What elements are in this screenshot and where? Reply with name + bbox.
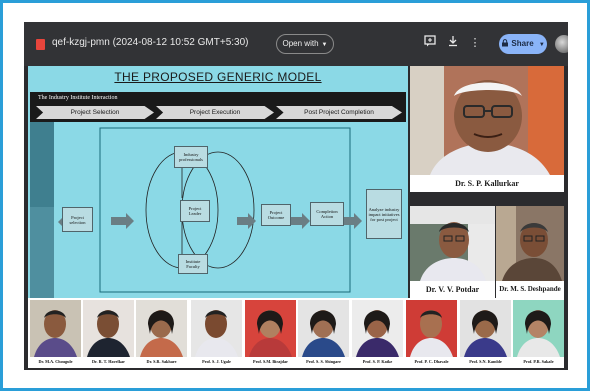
participant-photo: Prof. S.N. Kamble [460, 300, 511, 366]
box-institute-faculty: Institute Faculty [178, 254, 208, 274]
participant-photo: Dr. M.A. Chougule [30, 300, 81, 366]
participant-video [410, 66, 564, 175]
viewer-toolbar: qef-kzgj-pmn (2024-08-12 10:52 GMT+5:30)… [24, 22, 568, 66]
diagram-side-label-strip-lower [30, 207, 54, 298]
participant-photo: Prof. S. J. Ugale [191, 300, 242, 366]
diagram-side-label-strip [30, 122, 54, 207]
participant-video [410, 206, 495, 281]
participants-strip: Dr. M.A. Chougule Dr. R. T. Havelkar Dr.… [28, 298, 564, 368]
video-file-icon [36, 39, 45, 50]
participant-photo: Prof. P. C. Dhavale [406, 300, 457, 366]
comment-add-icon[interactable] [422, 35, 438, 51]
participant-photo: Prof. P.R. Sakale [513, 300, 564, 366]
drive-video-viewer: qef-kzgj-pmn (2024-08-12 10:52 GMT+5:30)… [24, 22, 568, 370]
participant-caption: Prof. S. P. Katke [352, 357, 403, 366]
participant-caption: Prof. S.N. Kamble [460, 357, 511, 366]
presentation-slide: THE PROPOSED GENERIC MODEL The Industry … [28, 66, 408, 298]
box-project-leader: Project Leader [180, 200, 210, 222]
box-project-selection: Project selection [62, 207, 93, 232]
participant-photo: Dr. S.R. Sakhare [136, 300, 187, 366]
box-project-outcome: Project Outcome [261, 204, 291, 226]
more-vert-icon[interactable]: ⋮ [469, 37, 481, 49]
box-completion-action: Completion Action [310, 202, 344, 226]
participant-photo: Prof. S. S. Shingare [298, 300, 349, 366]
participant-caption: Prof. S. J. Ugale [191, 357, 242, 366]
phase-post-project-completion: Post Project Completion [276, 106, 402, 119]
model-diagram: Project selection Industry professionals… [30, 122, 406, 298]
participant-name: Dr. M. S. Deshpande [496, 281, 564, 298]
chevron-down-icon: ▼ [321, 42, 328, 48]
participant-video [496, 206, 564, 281]
phase-bar-title: The Industry Institute Interaction [38, 95, 118, 101]
participant-caption: Prof. P.R. Sakale [513, 357, 564, 366]
participant-caption: Prof. S.M. Birajdar [245, 357, 296, 366]
box-analyze-impact: Analyze industry impact initiatives for … [366, 189, 402, 239]
video-tile-main[interactable]: Dr. S. P. Kallurkar [410, 66, 564, 192]
file-title: qef-kzgj-pmn (2024-08-12 10:52 GMT+5:30) [52, 37, 249, 48]
participant-caption: Prof. P. C. Dhavale [406, 357, 457, 366]
phase-project-selection: Project Selection [36, 106, 154, 119]
participant-photo: Prof. S. P. Katke [352, 300, 403, 366]
participant-name: Dr. V. V. Potdar [410, 281, 495, 298]
open-with-button[interactable]: Open with▼ [276, 34, 334, 54]
phase-project-execution: Project Execution [156, 106, 274, 119]
participant-photo: Prof. S.M. Birajdar [245, 300, 296, 366]
open-with-label: Open with [282, 39, 319, 48]
video-tile-participant-3[interactable]: Dr. M. S. Deshpande [496, 206, 564, 298]
participant-caption: Prof. S. S. Shingare [298, 357, 349, 366]
dropdown-caret-icon[interactable]: ▼ [538, 42, 545, 48]
phase-bar: The Industry Institute Interaction Proje… [30, 92, 406, 122]
participant-caption: Dr. S.R. Sakhare [136, 357, 187, 366]
video-tile-participant-2[interactable]: Dr. V. V. Potdar [410, 206, 495, 298]
download-icon[interactable] [445, 35, 461, 51]
share-button[interactable]: Share ▼ [499, 34, 547, 54]
lock-icon [502, 39, 509, 47]
slide-title: THE PROPOSED GENERIC MODEL [114, 70, 322, 84]
participant-caption: Dr. R. T. Havelkar [83, 357, 134, 366]
box-industry-professionals: Industry professionals [174, 146, 208, 168]
participant-caption: Dr. M.A. Chougule [30, 357, 81, 366]
share-label: Share [511, 39, 534, 48]
participant-photo: Dr. R. T. Havelkar [83, 300, 134, 366]
account-avatar[interactable] [555, 35, 568, 53]
participant-name: Dr. S. P. Kallurkar [410, 175, 564, 192]
